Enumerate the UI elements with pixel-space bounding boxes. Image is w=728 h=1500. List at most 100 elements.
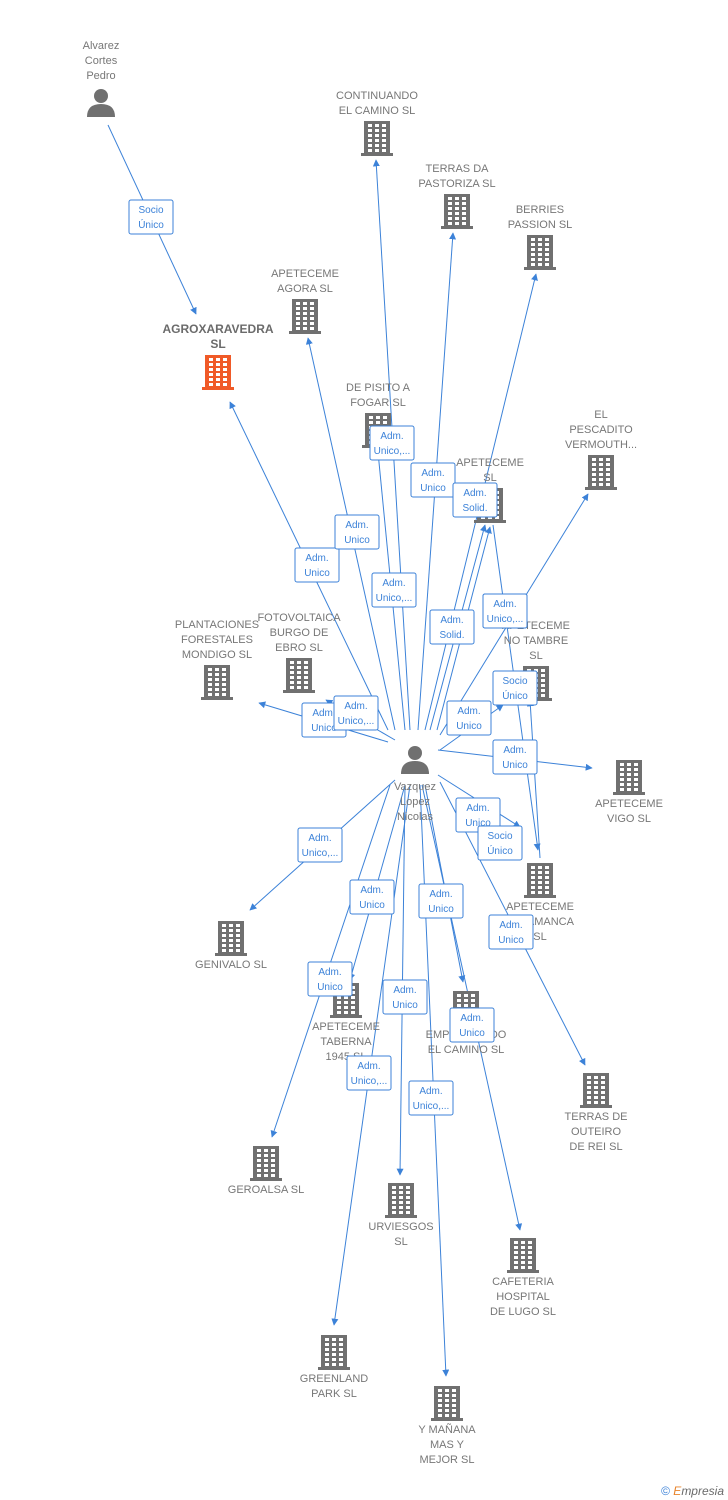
edge-line-vazquez-to-greenland	[331, 784, 411, 1326]
building-icon	[289, 299, 321, 334]
person-icon	[87, 89, 115, 117]
edge-label-line: Adm.	[421, 468, 444, 479]
node-label: SL	[483, 472, 496, 484]
node-label: GEROALSA SL	[228, 1184, 304, 1196]
edge-label-line: Adm.	[460, 1013, 483, 1024]
edge-label-line: Unico	[317, 982, 343, 993]
node-label: PASTORIZA SL	[418, 178, 495, 190]
edge-label-line: Adm.	[457, 706, 480, 717]
edge-label-line: Adm.	[466, 803, 489, 814]
node-apeteceme_vigo[interactable]: APETECEME VIGO SL	[595, 760, 663, 825]
edge-label-line: Adm.	[357, 1061, 380, 1072]
node-label: Nicolas	[397, 811, 434, 823]
building-icon	[202, 355, 234, 390]
node-label: TABERNA	[320, 1036, 372, 1048]
edge-label-line: Unico	[344, 535, 370, 546]
node-label: APETECEME	[595, 798, 663, 810]
edge-label-vazquez-to-genivalo[interactable]: Adm. Unico,...	[297, 827, 343, 863]
edge-label-line: Adm.	[382, 578, 405, 589]
edge-label-line: Unico,...	[376, 593, 413, 604]
building-icon	[613, 760, 645, 795]
copyright-symbol: ©	[661, 1484, 670, 1498]
edge-label-line: Adm.	[429, 889, 452, 900]
edge-label-vazquez-to-urviesgos[interactable]: Adm.Unico	[382, 979, 428, 1015]
node-label: FOGAR SL	[350, 397, 406, 409]
node-geroalsa[interactable]: GEROALSA SL	[228, 1146, 304, 1196]
node-label: GENIVALO SL	[195, 959, 267, 971]
brand-initial: E	[673, 1484, 682, 1498]
building-icon	[250, 1146, 282, 1181]
node-label: MONDIGO SL	[182, 649, 252, 661]
building-icon	[580, 1073, 612, 1108]
node-label: DE REI SL	[569, 1141, 622, 1153]
building-icon	[441, 194, 473, 229]
edge-label-line: Socio	[487, 831, 512, 842]
edge-label-line: Unico	[456, 721, 482, 732]
node-label: CONTINUANDO	[336, 90, 418, 102]
node-label: FOTOVOLTAICA	[257, 612, 341, 624]
edge-label-vazquez-to-y_manana[interactable]: Adm.Unico,...	[408, 1080, 454, 1116]
edge-label-vazquez-to-apeteceme_sl[interactable]: Adm.Solid.	[429, 609, 475, 645]
edge-label-line: Unico,...	[302, 848, 339, 859]
edge-label-vazquez-to-de_pisito[interactable]: Adm. Unico,...	[371, 572, 417, 608]
node-label: MEJOR SL	[419, 1454, 474, 1466]
brand-logo[interactable]: Empresia	[673, 1484, 724, 1498]
edge-label-vazquez-to-geroalsa[interactable]: Adm.Unico	[307, 961, 353, 997]
edge-label-vazquez-to-apeteceme_taberna[interactable]: Adm.Unico	[349, 879, 395, 915]
edge-label-vazquez-to-apeteceme_tambre[interactable]: Adm. Unico	[446, 700, 492, 736]
node-label: GREENLAND	[300, 1373, 369, 1385]
node-label: BERRIES	[516, 204, 564, 216]
node-label: VIGO SL	[607, 813, 651, 825]
node-label: EL	[594, 409, 607, 421]
edge-label-line: Solid.	[462, 503, 487, 514]
edge-label-line: Unico,...	[413, 1101, 450, 1112]
edge-label-vazquez-to-apeteceme_sl[interactable]: Adm.Solid.	[452, 482, 498, 518]
building-icon	[215, 921, 247, 956]
edge-label-line: Adm.	[393, 985, 416, 996]
node-label: SL	[210, 337, 225, 351]
edge-label-vazquez-to-terras_outeiro[interactable]: Adm.Unico	[488, 914, 534, 950]
edge-label-line: Adm.	[503, 745, 526, 756]
building-icon	[524, 863, 556, 898]
edge-label-vazquez-to-terras_pastoriza[interactable]: Adm.Unico	[410, 462, 456, 498]
node-label: EBRO SL	[275, 642, 323, 654]
edge-label-vazquez-to-agroxaravedra[interactable]: Adm.Unico	[294, 547, 340, 583]
node-label: AGORA SL	[277, 283, 333, 295]
node-el_pescadito[interactable]: ELPESCADITOVERMOUTH...	[565, 409, 637, 490]
edge-label-vazquez-to-el_pescadito[interactable]: Adm.Unico,...	[482, 593, 528, 629]
edge-label-vazquez-to-greenland[interactable]: Adm.Unico,...	[346, 1055, 392, 1091]
edge-label-line: Adm.	[305, 553, 328, 564]
edge-label-vazquez-to-apeteceme_agora[interactable]: Adm.Unico	[334, 514, 380, 550]
edge-label-line: Adm.	[308, 833, 331, 844]
edge-label-line: Único	[138, 218, 164, 231]
edge-label-vazquez-to-apeteceme_vigo[interactable]: Adm.Unico	[492, 739, 538, 775]
edge-label-vazquez-to-cafeteria[interactable]: Adm.Unico	[449, 1007, 495, 1043]
node-label: Cortes	[85, 55, 118, 67]
edge-label-vazquez-to-fotovoltaica[interactable]: Adm.Unico,...	[333, 695, 379, 731]
node-label: APETECEME	[456, 457, 524, 469]
edge-label-vazquez-to-empresas_camino[interactable]: Adm.Unico	[418, 883, 464, 919]
node-label: URVIESGOS	[368, 1221, 433, 1233]
edge-label-vazquez-to-continuando[interactable]: Adm.Unico,...	[369, 425, 415, 461]
node-genivalo[interactable]: GENIVALO SL	[195, 921, 267, 971]
edge-label-line: Unico	[498, 935, 524, 946]
